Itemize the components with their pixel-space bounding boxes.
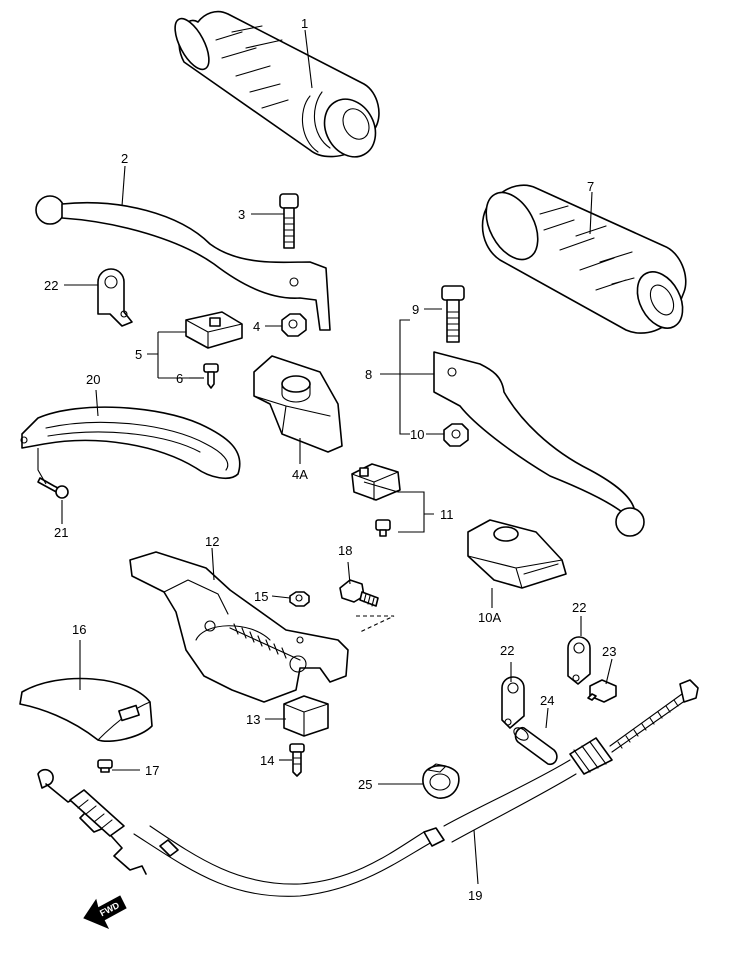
cable-clamp-upper (97, 268, 133, 327)
callout-9: 9 (412, 302, 419, 317)
lever-holder-right (467, 519, 567, 589)
clutch-cable (37, 679, 699, 897)
callout-18: 18 (338, 543, 352, 558)
callout-19: 19 (468, 888, 482, 903)
lever-guard (20, 406, 241, 480)
grip-left (174, 10, 380, 158)
leader-lines (37, 29, 613, 885)
callout-2: 2 (121, 151, 128, 166)
clamp-bolt (587, 679, 617, 703)
callout-10: 10 (410, 427, 424, 442)
nut-left (281, 313, 307, 337)
perch-cover (19, 677, 153, 742)
callout-25: 25 (358, 777, 372, 792)
callout-labels: 1 2 3 4 5 6 4A 20 21 22 7 8 9 10 11 10A … (44, 16, 616, 903)
collar (513, 726, 558, 766)
cable-clamp-lower-b (567, 636, 591, 685)
callout-10a: 10A (478, 610, 501, 625)
clutch-perch (129, 551, 349, 703)
callout-22-lower-a: 22 (500, 643, 514, 658)
guard-screw (37, 477, 69, 499)
callout-16: 16 (72, 622, 86, 637)
callout-11: 11 (440, 507, 454, 522)
callout-1: 1 (301, 16, 308, 31)
perch-switch-screw (289, 743, 305, 777)
clutch-switch (185, 311, 243, 349)
switch-screw (203, 363, 219, 389)
clutch-lever (35, 195, 331, 331)
callout-6: 6 (176, 371, 183, 386)
callout-7: 7 (587, 179, 594, 194)
fwd-arrow: FWD (83, 895, 127, 929)
callout-12: 12 (205, 534, 219, 549)
callout-21: 21 (54, 525, 68, 540)
grip-right (481, 184, 687, 334)
lever-holder-left (253, 355, 343, 453)
callout-24: 24 (540, 693, 554, 708)
callout-8: 8 (365, 367, 372, 382)
brake-switch-screw (375, 519, 391, 537)
callout-15: 15 (254, 589, 268, 604)
cover-screw (97, 759, 113, 773)
callout-4a: 4A (292, 467, 308, 482)
callout-22-upper: 22 (44, 278, 58, 293)
callout-20: 20 (86, 372, 100, 387)
callout-4: 4 (253, 319, 260, 334)
brake-switch (351, 463, 401, 501)
lever-bolt-left (279, 193, 299, 249)
callout-17: 17 (145, 763, 159, 778)
brake-lever (433, 351, 645, 537)
perch-switch (283, 695, 329, 737)
cable-clamp-lower-a (501, 676, 525, 729)
lever-bolt-right (441, 285, 465, 343)
perch-nut (289, 591, 310, 607)
nut-right (443, 423, 469, 447)
callout-14: 14 (260, 753, 274, 768)
callout-3: 3 (238, 207, 245, 222)
perch-bolt (339, 579, 379, 607)
callout-22-lower-b: 22 (572, 600, 586, 615)
callout-23: 23 (602, 644, 616, 659)
cable-clip (422, 763, 460, 799)
callout-5: 5 (135, 347, 142, 362)
callout-13: 13 (246, 712, 260, 727)
